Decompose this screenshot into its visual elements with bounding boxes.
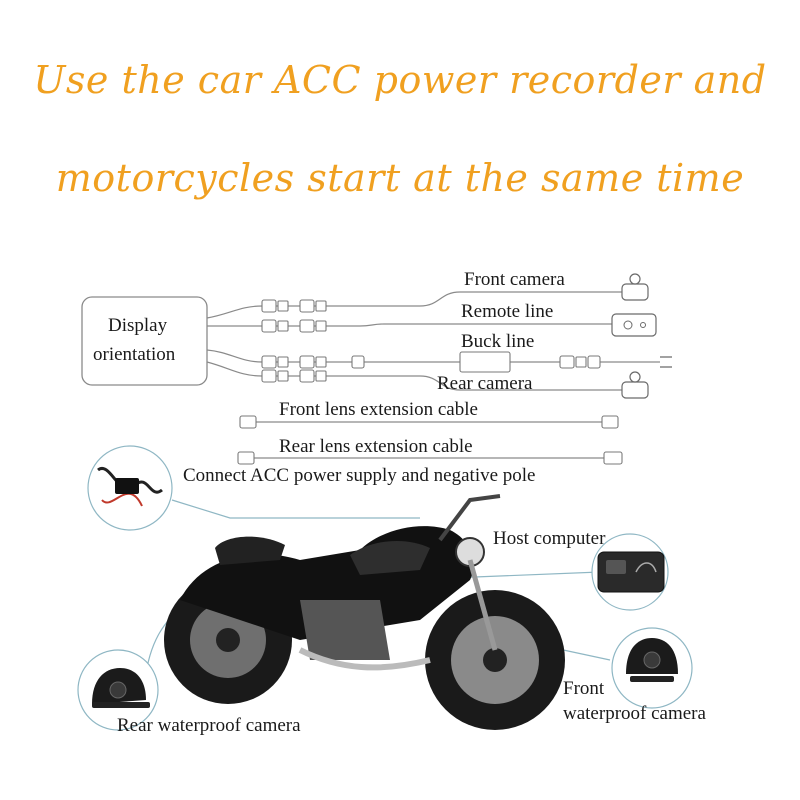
label-buck-line: Buck line <box>461 331 535 352</box>
label-rear-waterproof: Rear waterproof camera <box>117 715 301 736</box>
headline-line-1: Use the car ACC power recorder and <box>33 58 767 102</box>
front-waterproof-camera-icon <box>611 627 693 709</box>
label-front-camera: Front camera <box>464 269 565 290</box>
acc-power-cable-icon <box>87 445 173 531</box>
label-host-computer: Host computer <box>493 528 606 549</box>
headline-line-2: motorcycles start at the same time <box>55 156 745 200</box>
cable-connectors <box>261 299 601 383</box>
label-orientation: orientation <box>93 344 176 365</box>
label-front-lens-extension: Front lens extension cable <box>279 399 478 420</box>
remote-button-icon <box>623 320 646 330</box>
label-rear-camera: Rear camera <box>437 373 533 394</box>
label-remote-line: Remote line <box>461 301 554 322</box>
label-front-waterproof-1: Front <box>563 678 605 699</box>
end-devices <box>611 273 672 399</box>
label-rear-lens-extension: Rear lens extension cable <box>279 436 473 457</box>
label-display: Display <box>108 315 168 336</box>
label-front-waterproof-2: waterproof camera <box>563 703 706 724</box>
extension-connectors <box>237 415 623 465</box>
label-acc-power: Connect ACC power supply and negative po… <box>183 465 536 486</box>
display-unit-outline <box>81 296 208 386</box>
extension-cables <box>254 421 604 459</box>
motorcycle-image <box>164 494 565 730</box>
host-computer-icon <box>591 533 669 611</box>
rear-waterproof-camera-icon <box>77 649 159 731</box>
